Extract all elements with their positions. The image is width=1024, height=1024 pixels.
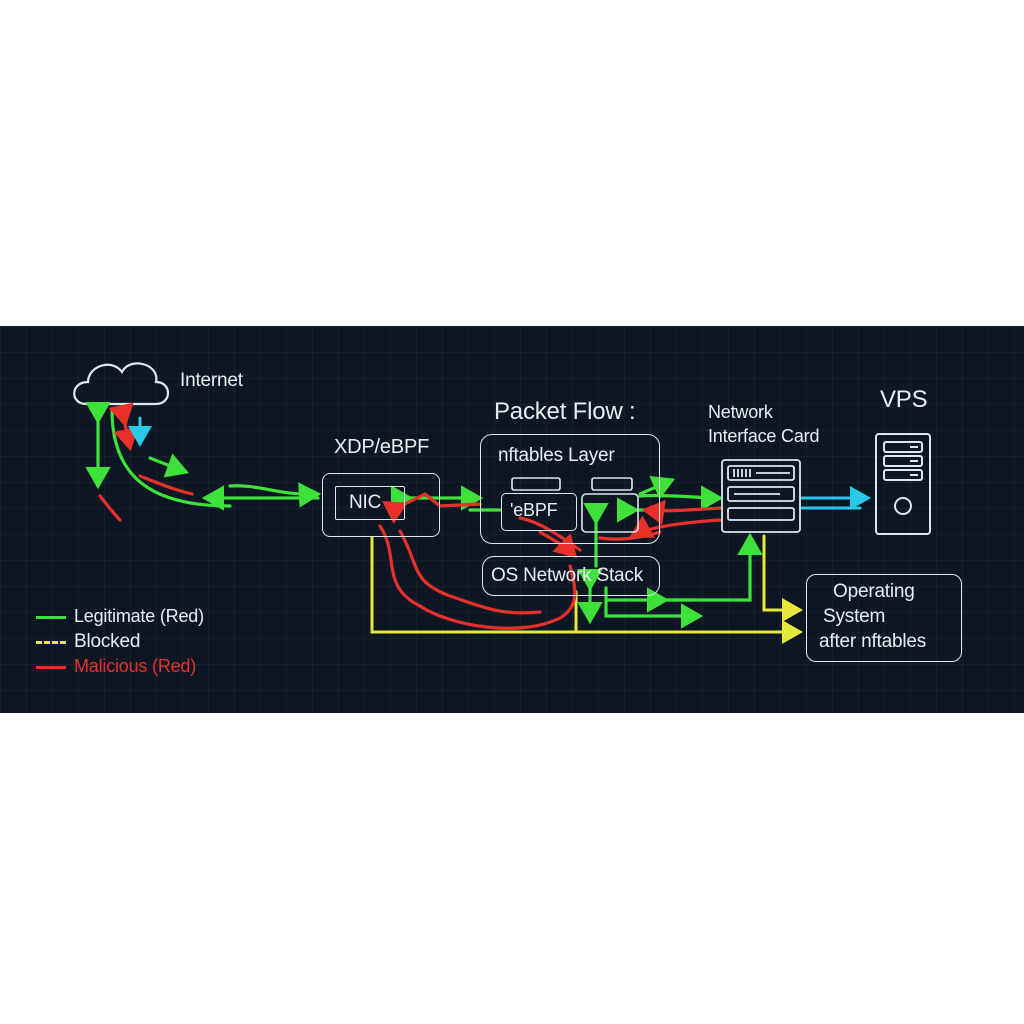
cloud-icon [73, 362, 170, 406]
legend-label-blocked: Blocked [74, 631, 141, 652]
ebpf-box: 'eBPF [501, 493, 577, 531]
nftables-layer-box: nftables Layer 'eBPF [480, 434, 660, 544]
operating-label-line2: System [823, 606, 886, 627]
operating-label-line1: Operating [833, 581, 915, 602]
network-card-icon [721, 459, 801, 533]
legend-label-malicious: Malicious (Red) [74, 656, 197, 676]
nftables-modules [511, 477, 639, 533]
legend-item-legitimate: Legitimate (Red) [36, 606, 204, 627]
blocked-flows [370, 534, 803, 644]
diagram-panel: Internet XDP/eBPF NIC Packet Flow : nfta… [0, 326, 1024, 713]
operating-label-line3: after nftables [819, 631, 927, 652]
legend-label-legitimate: Legitimate (Red) [74, 606, 204, 626]
internet-label: Internet [180, 370, 243, 391]
vps-label: VPS [880, 386, 928, 413]
network-card-label-line2: Interface Card [708, 426, 820, 446]
legend-swatch-malicious [36, 665, 66, 669]
nftables-layer-label: nftables Layer [498, 445, 615, 466]
nic-box: NIC [322, 473, 440, 537]
ebpf-label: 'eBPF [510, 500, 558, 520]
nic-inner-box [335, 486, 405, 520]
os-network-stack-label: OS Network Stack [491, 565, 644, 586]
operating-system-box: Operating System after nftables [806, 574, 962, 662]
legend-swatch-blocked [36, 640, 66, 644]
packet-flow-title: Packet Flow : [494, 398, 636, 425]
network-card-label-line1: Network [708, 402, 773, 422]
output-flows [128, 416, 871, 510]
legend-item-malicious: Malicious (Red) [36, 656, 196, 677]
server-icon [875, 433, 931, 535]
legend-swatch-legitimate [36, 615, 66, 619]
flow-lines [73, 362, 931, 644]
nic-label: NIC [349, 492, 382, 513]
xdp-label: XDP/eBPF [334, 436, 430, 458]
os-network-stack-box: OS Network Stack [482, 556, 660, 596]
legend-item-blocked: Blocked [36, 631, 140, 653]
